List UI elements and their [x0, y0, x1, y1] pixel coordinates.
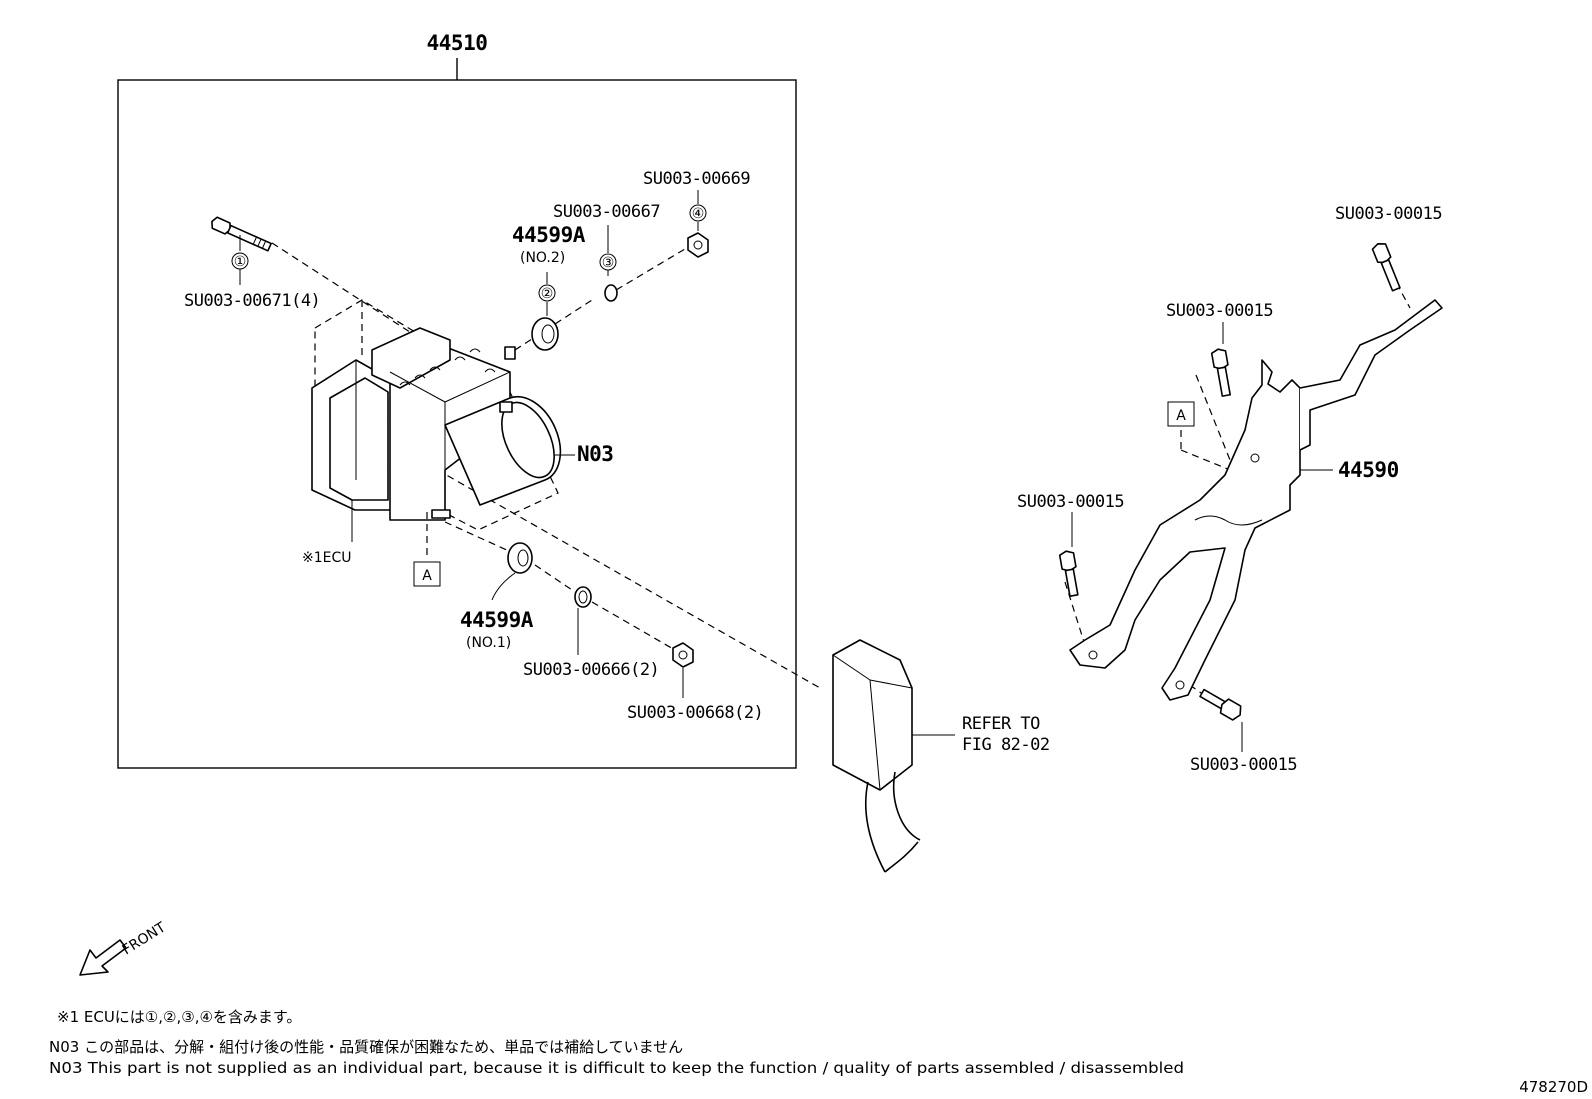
bolt-top-right-label[interactable]: SU003-00015 — [1335, 204, 1443, 224]
nut-00669: ④ SU003-00669 — [643, 169, 751, 258]
grommet-no2: ② 44599A (NO.2) — [512, 223, 586, 351]
assembly-frame: 44510 — [117, 31, 797, 769]
marker-2: ② — [541, 286, 554, 302]
figure-id: 478270D — [1519, 1078, 1588, 1096]
front-arrow-icon — [79, 939, 127, 976]
ecu-connector: REFER TO FIG 82-02 — [832, 639, 1050, 873]
bracket-bolt-bottom: SU003-00015 — [1190, 688, 1298, 775]
grommet-no1-label[interactable]: 44599A — [460, 608, 534, 632]
front-label: FRONT — [120, 919, 169, 958]
abs-actuator: N03 ※1ECU A — [302, 299, 614, 587]
washer-00667-label[interactable]: SU003-00667 — [553, 202, 661, 222]
grommet-no1-sub: (NO.1) — [466, 635, 511, 651]
nut-00668-label[interactable]: SU003-00668(2) — [627, 703, 764, 723]
notes: ※1 ECUには①,②,③,④を含みます。 N03 この部品は、分解・組付け後の… — [49, 1008, 1184, 1077]
bolt-00671: ① SU003-00671(4) — [184, 216, 321, 311]
bolt-mid-label[interactable]: SU003-00015 — [1166, 301, 1274, 321]
nut-00668: SU003-00668(2) — [627, 642, 764, 723]
refer-line2[interactable]: FIG 82-02 — [962, 735, 1050, 755]
grommet-no2-label[interactable]: 44599A — [512, 223, 586, 247]
marker-4: ④ — [692, 206, 705, 222]
washer-00666: SU003-00666(2) — [523, 586, 660, 680]
grommet-no2-sub: (NO.2) — [520, 250, 565, 266]
bolt-left-label[interactable]: SU003-00015 — [1017, 492, 1125, 512]
bracket-44590: 44590 A — [1069, 299, 1443, 701]
bolt-00671-label[interactable]: SU003-00671(4) — [184, 291, 321, 311]
refer-line1[interactable]: REFER TO — [962, 714, 1041, 734]
marker-1: ① — [234, 254, 247, 270]
bracket-bolt-top-right: SU003-00015 — [1335, 204, 1443, 292]
marker-3: ③ — [602, 255, 615, 271]
n03-label[interactable]: N03 — [577, 442, 614, 466]
grommet-no1: 44599A (NO.1) — [460, 542, 534, 651]
bracket-bolt-left: SU003-00015 — [1017, 492, 1125, 597]
note-ecu: ※1 ECUには①,②,③,④を含みます。 — [57, 1008, 301, 1026]
front-arrow: FRONT — [79, 919, 169, 976]
washer-00666-label[interactable]: SU003-00666(2) — [523, 660, 660, 680]
bolt-bottom-label[interactable]: SU003-00015 — [1190, 755, 1298, 775]
nut-00669-label[interactable]: SU003-00669 — [643, 169, 751, 189]
ecu-label[interactable]: ※1ECU — [302, 550, 352, 566]
note-n03-jp: N03 この部品は、分解・組付け後の性能・品質確保が困難なため、単品では補給して… — [49, 1038, 683, 1056]
box-a-right: A — [1176, 408, 1186, 424]
box-a-left: A — [422, 568, 432, 584]
bracket-label[interactable]: 44590 — [1338, 458, 1399, 482]
note-n03-en: N03 This part is not supplied as an indi… — [49, 1059, 1184, 1077]
assembly-number[interactable]: 44510 — [427, 31, 488, 55]
washer-00667: ③ SU003-00667 — [553, 202, 661, 302]
bracket-bolt-mid: SU003-00015 — [1166, 301, 1274, 397]
